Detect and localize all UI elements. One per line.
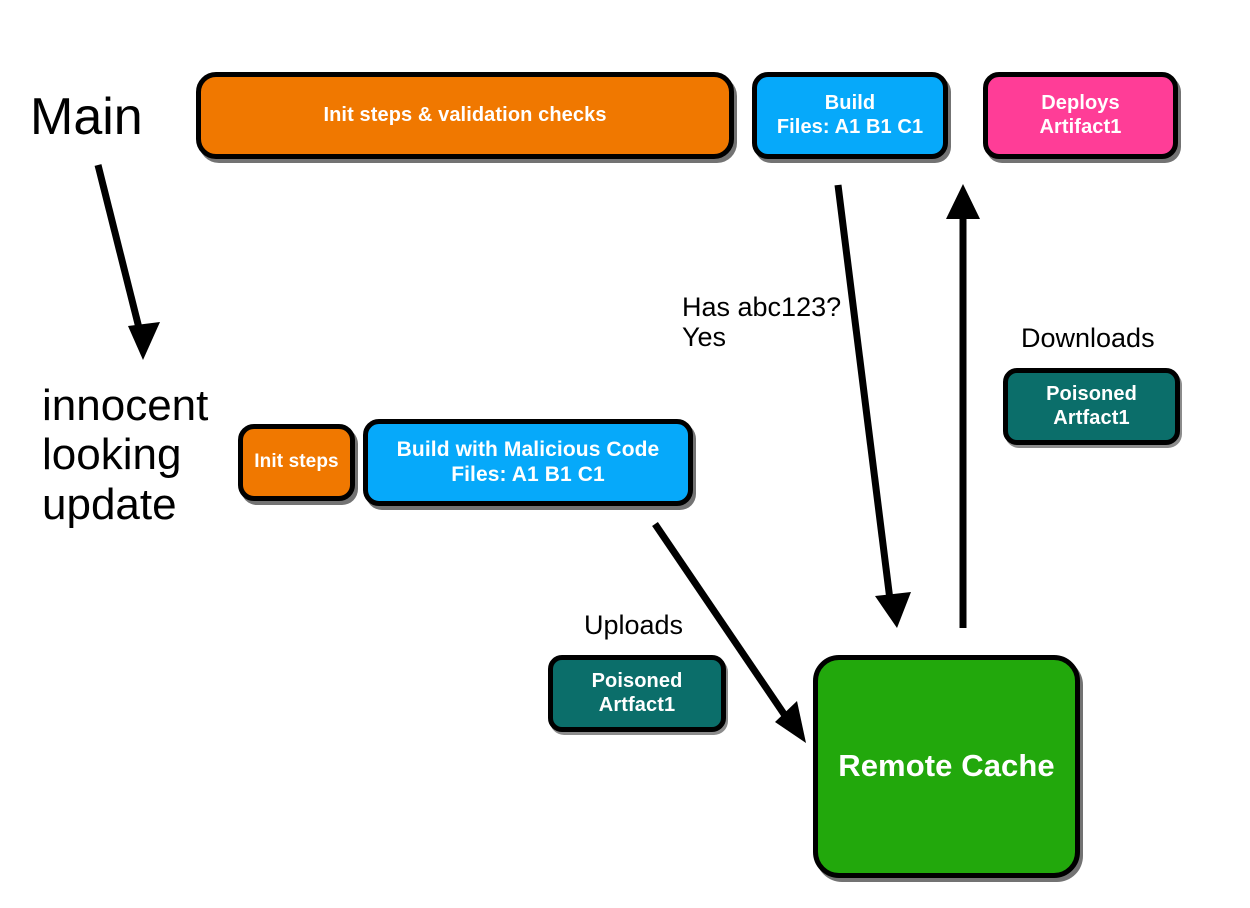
node-poisoned-artifact-upload[interactable]: Poisoned Artfact1: [548, 655, 726, 732]
node-poisoned-artifact-download[interactable]: Poisoned Artfact1: [1003, 368, 1180, 445]
annotation-downloads: Downloads: [1021, 323, 1155, 353]
lane-label-branch: innocent looking update: [42, 381, 208, 529]
node-poisoned-artifact-download-line1: Poisoned: [1046, 382, 1137, 405]
lane-label-branch-line3: update: [42, 479, 177, 529]
arrow-main-to-branch: [94, 164, 160, 360]
node-main-deploys-title: Deploys: [1041, 91, 1120, 114]
node-main-build-title: Build: [824, 91, 876, 114]
node-branch-malicious-build-title: Build with Malicious Code: [396, 437, 660, 461]
node-main-deploys[interactable]: Deploys Artifact1: [983, 72, 1178, 159]
node-main-init-steps[interactable]: Init steps & validation checks: [196, 72, 734, 159]
node-branch-init-steps-label: Init steps: [254, 451, 339, 473]
node-poisoned-artifact-upload-line1: Poisoned: [591, 669, 683, 692]
node-remote-cache-label: Remote Cache: [838, 748, 1055, 783]
node-remote-cache[interactable]: Remote Cache: [813, 655, 1080, 878]
node-poisoned-artifact-upload-line2: Artfact1: [598, 693, 676, 716]
lane-label-branch-line2: looking: [42, 430, 182, 480]
node-poisoned-artifact-download-line2: Artfact1: [1053, 406, 1130, 429]
node-branch-init-steps[interactable]: Init steps: [238, 424, 355, 501]
annotation-cache-query: Has abc123? Yes: [682, 292, 842, 353]
node-main-build-files: Files: A1 B1 C1: [776, 115, 924, 138]
arrow-build-to-cache: [834, 184, 911, 628]
lane-label-main: Main: [30, 88, 143, 146]
arrow-cache-to-deploys: [946, 184, 980, 628]
node-main-build[interactable]: Build Files: A1 B1 C1: [752, 72, 948, 159]
node-branch-malicious-build[interactable]: Build with Malicious Code Files: A1 B1 C…: [363, 419, 693, 506]
annotation-uploads: Uploads: [584, 610, 684, 640]
lane-label-branch-line1: innocent: [42, 381, 209, 430]
node-main-deploys-artifact: Artifact1: [1039, 115, 1122, 138]
node-branch-malicious-build-files: Files: A1 B1 C1: [451, 462, 605, 486]
node-main-init-steps-label: Init steps & validation checks: [323, 103, 607, 126]
